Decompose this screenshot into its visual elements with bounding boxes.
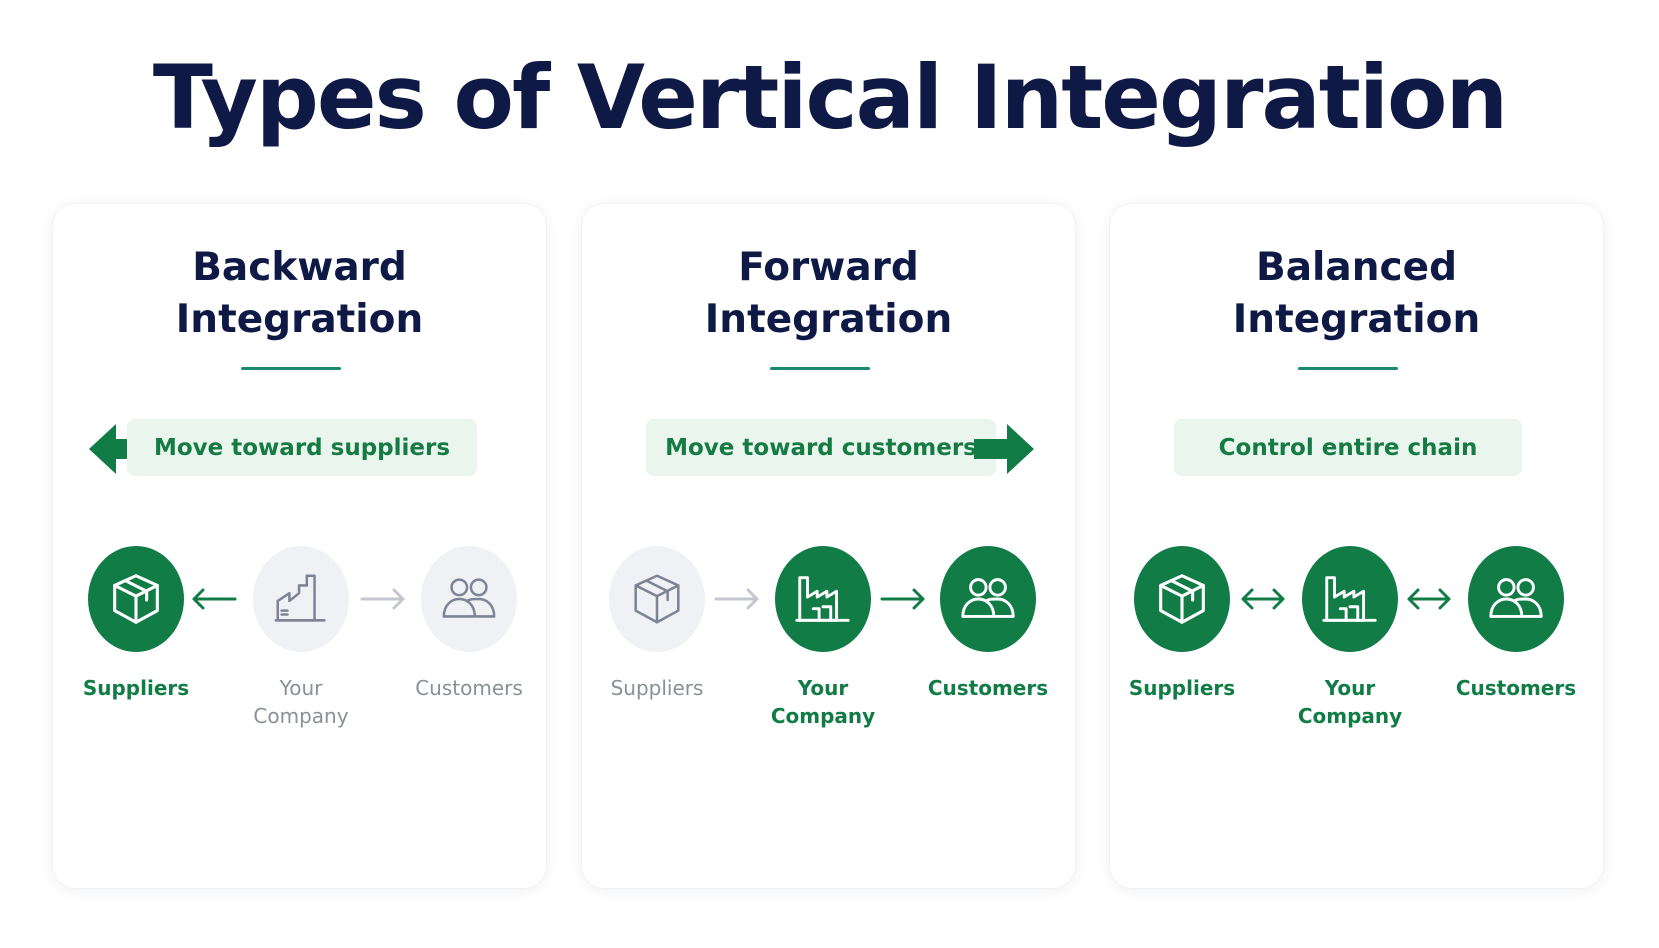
panel-title-line1: Forward: [738, 245, 919, 290]
node-customers: [1468, 546, 1564, 652]
box-icon: [113, 574, 159, 624]
label-line2: Company: [1297, 704, 1403, 728]
page-title: Types of Vertical Integration: [152, 46, 1508, 149]
label-line1: Your: [797, 676, 849, 700]
arrow-left-icon: [192, 588, 237, 610]
label-customers: Customers: [927, 676, 1049, 700]
node-your-company: [253, 546, 349, 652]
arrow-left-icon: [89, 424, 149, 474]
direction-pill: Move toward suppliers: [127, 419, 477, 476]
node-customers: [940, 546, 1036, 652]
label-your-company: Your Company: [1280, 674, 1420, 730]
node-your-company: [1302, 546, 1398, 652]
factory-icon: [274, 574, 326, 622]
node-suppliers: [1134, 546, 1230, 652]
label-your-company: Your Company: [231, 674, 371, 730]
direction-pill: Move toward customers: [646, 419, 996, 476]
double-arrow-icon: [1241, 588, 1285, 610]
label-line2: Company: [253, 704, 349, 728]
direction-pill: Control entire chain: [1174, 419, 1522, 476]
label-suppliers: Suppliers: [82, 676, 190, 700]
panel-title-line2: Integration: [704, 297, 953, 342]
label-customers: Customers: [1455, 676, 1577, 700]
factory-icon: [1322, 576, 1377, 622]
label-line2: Company: [770, 704, 876, 728]
title-divider: [1298, 367, 1398, 370]
panel-title-line1: Backward: [192, 245, 407, 290]
label-your-company: Your Company: [753, 674, 893, 730]
users-icon: [442, 578, 496, 618]
label-suppliers: Suppliers: [610, 676, 704, 700]
arrow-right-icon: [974, 424, 1034, 474]
node-your-company: [775, 546, 871, 652]
label-line1: Your: [279, 676, 323, 700]
panel-title: Forward Integration: [582, 242, 1075, 346]
factory-icon: [795, 576, 850, 622]
node-suppliers: [609, 546, 705, 652]
title-divider: [241, 367, 341, 370]
label-line1: Your: [1324, 676, 1376, 700]
node-customers: [421, 546, 517, 652]
panel-title: Backward Integration: [53, 242, 546, 346]
panel-title-line2: Integration: [1232, 297, 1481, 342]
panel-forward-integration: Forward Integration Move toward customer…: [582, 204, 1075, 888]
title-divider: [770, 367, 870, 370]
panel-balanced-integration: Balanced Integration Control entire chai…: [1110, 204, 1603, 888]
arrow-right-icon: [880, 588, 925, 610]
box-icon: [634, 574, 680, 624]
panel-title-line2: Integration: [175, 297, 424, 342]
panel-backward-integration: Backward Integration Move toward supplie…: [53, 204, 546, 888]
node-suppliers: [88, 546, 184, 652]
panel-title-line1: Balanced: [1256, 245, 1457, 290]
arrow-right-icon: [360, 588, 405, 610]
label-suppliers: Suppliers: [1128, 676, 1236, 700]
panel-title: Balanced Integration: [1110, 242, 1603, 346]
double-arrow-icon: [1407, 588, 1451, 610]
box-icon: [1159, 574, 1205, 624]
arrow-right-icon: [714, 588, 759, 610]
label-customers: Customers: [415, 676, 523, 700]
users-icon: [961, 578, 1015, 618]
users-icon: [1489, 578, 1543, 618]
